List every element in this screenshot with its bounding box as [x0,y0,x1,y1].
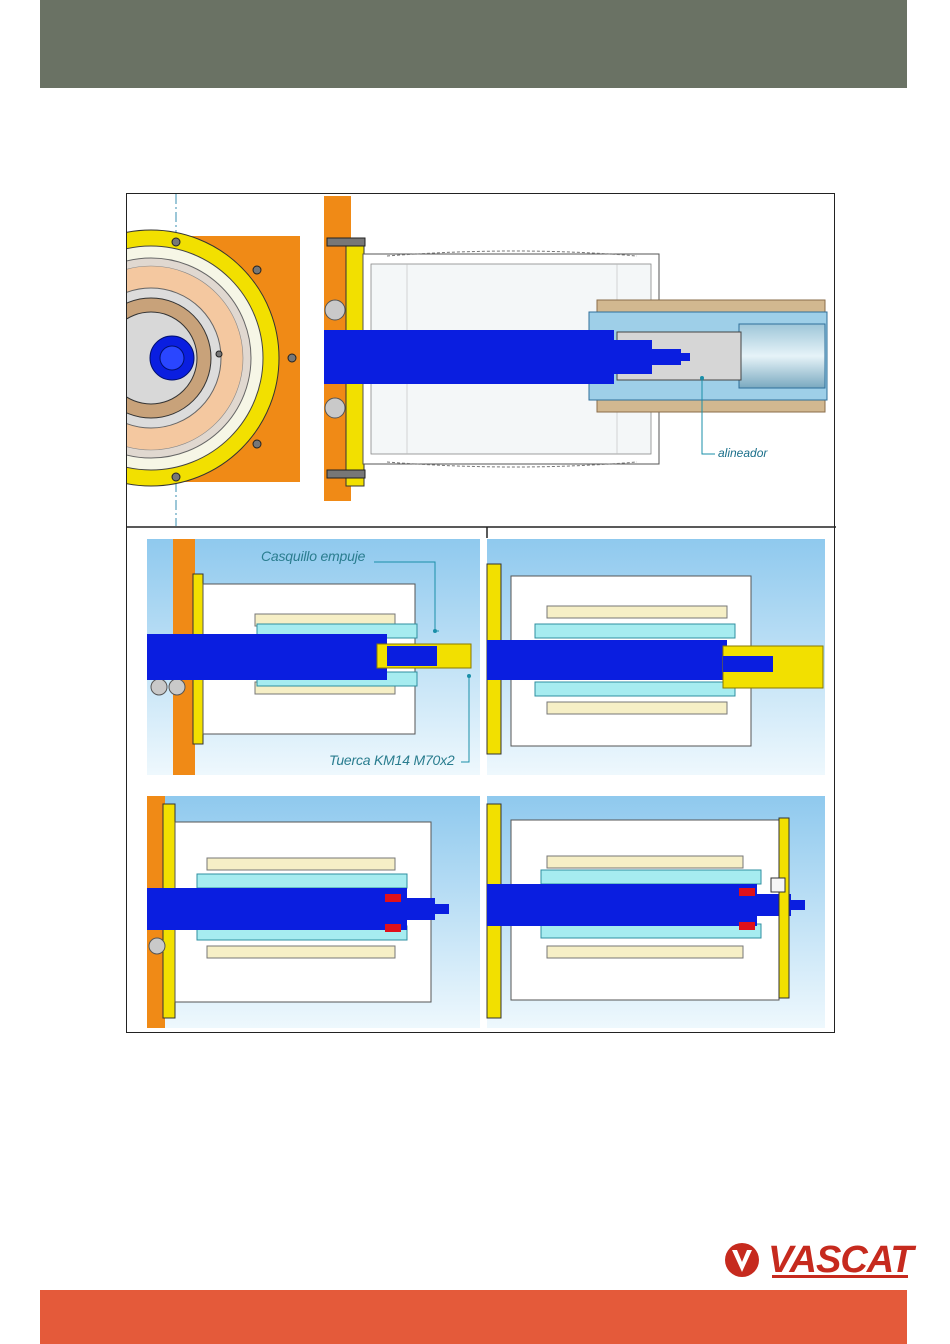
bottom-panel-4 [487,796,825,1028]
bottom-panel-1 [147,539,480,775]
logo-underline [772,1275,908,1278]
label-alineador: alineador [718,446,767,460]
label-tuerca: Tuerca KM14 M70x2 [329,752,455,768]
label-casquillo-empuje: Casquillo empuje [261,548,365,564]
bottom-panel-2 [487,539,825,775]
front-view [127,230,300,486]
figure-drawing [127,194,836,1034]
technical-figure: alineador Casquillo empuje Tuerca KM14 M… [126,193,835,1033]
footer-bar [40,1290,907,1344]
bottom-panel-3 [147,796,480,1028]
header-bar [40,0,907,88]
